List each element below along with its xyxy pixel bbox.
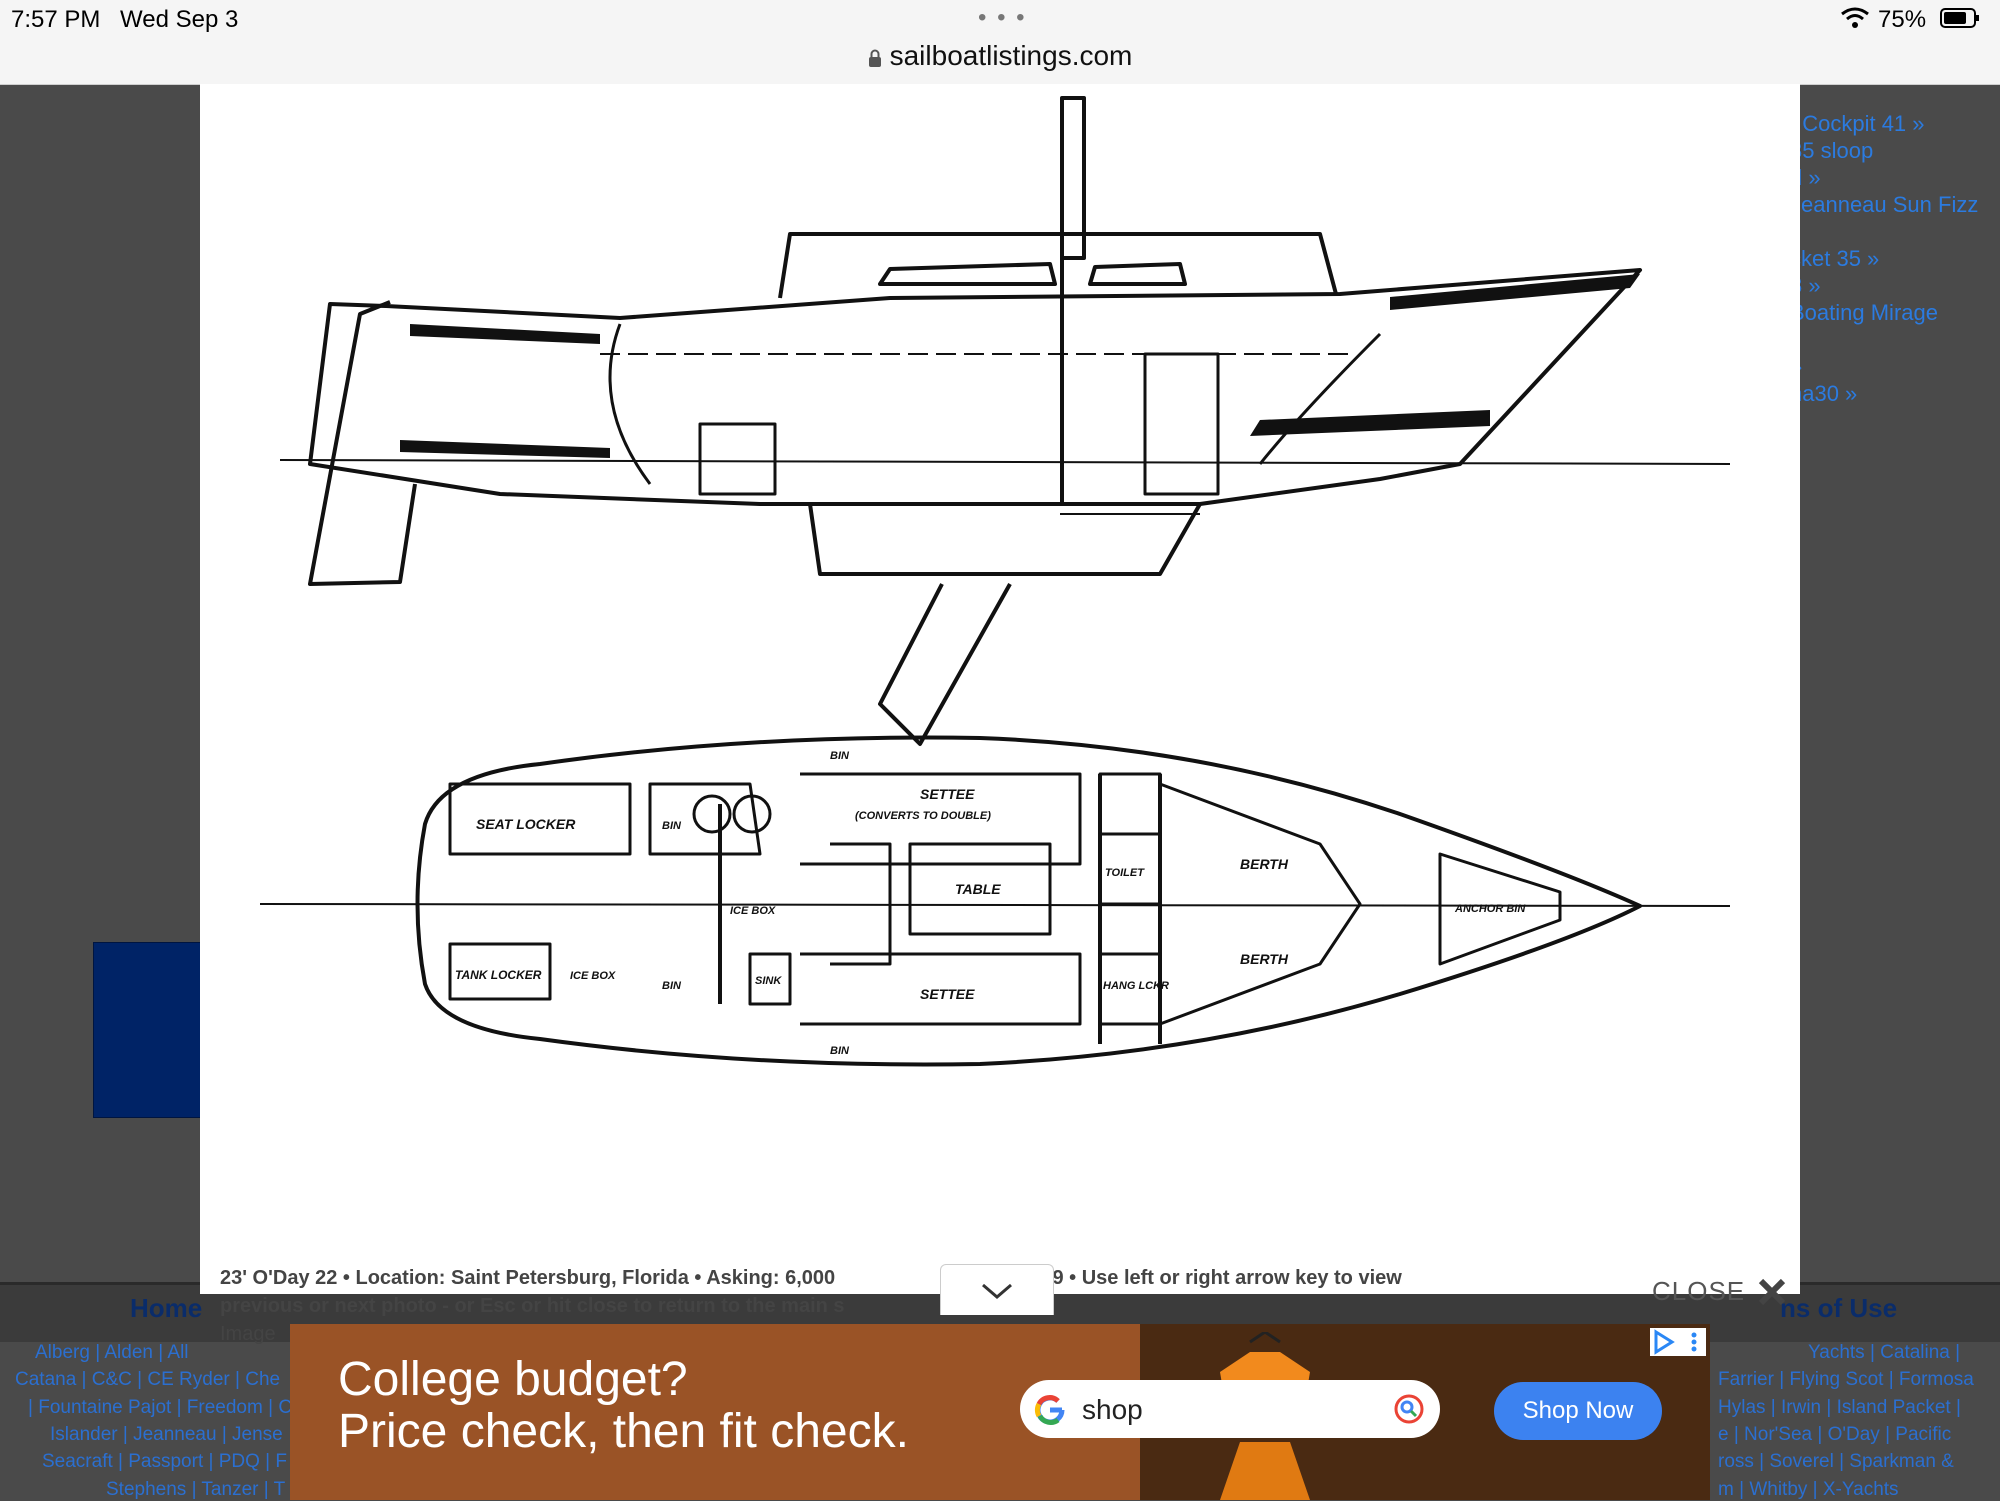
ad-shop-now-button[interactable]: Shop Now [1494,1382,1662,1440]
bg-link[interactable]: d » [1790,165,1821,190]
bg-link[interactable] [1790,326,2000,353]
photo-lightbox: SEAT LOCKER SETTEE (CONVERTS TO DOUBLE) … [200,84,1800,1345]
ad-choices-icon[interactable] [1650,1328,1706,1356]
brand-line[interactable]: Alberg | Alden | All [35,1342,189,1363]
status-time: 7:57 PM [11,6,101,33]
lock-icon [868,49,881,67]
label-bin-left-2: BIN [662,980,682,992]
bg-nav-terms[interactable]: ns of Use [1780,1293,1898,1323]
brand-line[interactable]: Farrier | Flying Scot | Formosa [1718,1369,1974,1390]
bg-link[interactable]: 8 » [1790,273,1821,298]
ad-banner[interactable]: College budget? Price check, then fit ch… [290,1324,1710,1500]
brand-line[interactable]: Hylas | Irwin | Island Packet | [1718,1397,1961,1418]
status-date: Wed Sep 3 [120,6,239,33]
label-berth-bottom: BERTH [1240,951,1289,967]
hull-profile [308,268,1642,506]
mast [1060,96,1086,260]
background-navy-block [93,942,202,1118]
label-settee-bottom: SETTEE [920,986,975,1002]
bg-link[interactable]: » [1790,353,2000,380]
label-ice-box: ICE BOX [570,970,616,982]
keel-stub [808,503,1202,576]
label-hang-lckr: HANG LCKR [1103,980,1169,992]
label-table: TABLE [955,881,1001,897]
brand-line[interactable]: Seacraft | Passport | PDQ | F [42,1451,287,1472]
label-ice-box-2: ICE BOX [730,905,776,917]
sailboat-drawing: SEAT LOCKER SETTEE (CONVERTS TO DOUBLE) … [259,96,1731,1067]
bg-link[interactable]: Boating Mirage [1790,300,1938,325]
brand-line[interactable]: m | Whitby | X-Yachts [1718,1479,1899,1500]
bg-nav-home[interactable]: Home [130,1293,203,1323]
bg-link[interactable]: 35 sloop [1790,138,1874,163]
centerboard [878,583,1012,746]
brand-line[interactable]: Catana | C&C | CE Ryder | Che [15,1369,281,1390]
boot-stripe-aft [410,324,600,344]
brand-line[interactable]: | Fountaine Pajot | Freedom | C [28,1397,293,1418]
brand-line[interactable]: Islander | Jeanneau | Jense [50,1424,283,1445]
ad-headline: College budget? Price check, then fit ch… [338,1354,909,1458]
ad-headline-line-1: College budget? [338,1353,688,1406]
brand-line[interactable]: Stephens | Tanzer | T [106,1479,286,1500]
caption-line-1b: 27-623-4539 • Use left or right arrow ke… [950,1267,1402,1289]
background-listing-links: t Cockpit 41 » 35 sloop d » Jeanneau Sun… [1790,110,2000,407]
brand-line[interactable]: Yachts | Catalina | [1808,1342,1961,1363]
label-bin-top: BIN [830,750,850,762]
collapse-caption-button[interactable] [940,1264,1054,1315]
close-label: CLOSE [1652,1276,1746,1306]
label-bin-bottom: BIN [830,1045,850,1057]
close-button[interactable]: CLOSE [1652,1276,1787,1316]
label-tank-locker: TANK LOCKER [455,968,542,982]
label-bin-left: BIN [662,820,682,832]
bg-link[interactable]: na30 » [1790,381,1858,406]
google-g-icon [1034,1395,1065,1425]
cabin-top [778,232,1338,299]
label-sink: SINK [755,975,782,987]
label-toilet: TOILET [1105,867,1145,879]
multitasking-dots-icon[interactable]: • • • [978,4,1027,31]
label-settee-note: (CONVERTS TO DOUBLE) [855,810,991,822]
photo-caption: 23' O'Day 22 • Location: Saint Petersbur… [220,1264,1640,1348]
ad-headline-line-2: Price check, then fit check. [338,1405,909,1458]
brand-line[interactable]: ross | Soverel | Sparkman & [1718,1451,1954,1472]
address-bar[interactable]: sailboatlistings.com [0,40,2000,72]
bg-link[interactable]: Jeanneau Sun Fizz [1790,192,1979,217]
caption-image-label: Image [220,1323,276,1345]
bg-link[interactable]: cket 35 » [1790,246,1880,271]
label-anchor-bin: ANCHOR BIN [1454,903,1526,915]
bg-link[interactable] [1790,218,2000,245]
label-seat-locker: SEAT LOCKER [476,816,576,832]
caption-line-1: 23' O'Day 22 • Location: Saint Petersbur… [220,1267,836,1289]
chevron-down-icon [982,1283,1012,1299]
wifi-icon [1841,7,1869,28]
battery-icon [1940,8,1979,28]
rudder [308,300,417,586]
ad-search-text: shop [1082,1394,1143,1425]
url-text: sailboatlistings.com [889,40,1133,71]
google-lens-icon [1394,1394,1424,1424]
hull-plan [415,735,1642,1067]
bg-link[interactable]: t Cockpit 41 » [1790,111,1925,136]
label-settee-top: SETTEE [920,786,975,802]
close-icon [1758,1278,1786,1306]
brand-line[interactable]: e | Nor'Sea | O'Day | Pacific [1718,1424,1952,1445]
label-berth-top: BERTH [1240,856,1289,872]
battery-percent: 75% [1878,6,1927,33]
ad-search-pill[interactable]: shop [1020,1380,1440,1438]
status-bar: 7:57 PM Wed Sep 3 • • • 75% sailboatlist… [0,0,2000,85]
caption-line-2: previous or next photo - or Esc or hit c… [220,1295,845,1317]
